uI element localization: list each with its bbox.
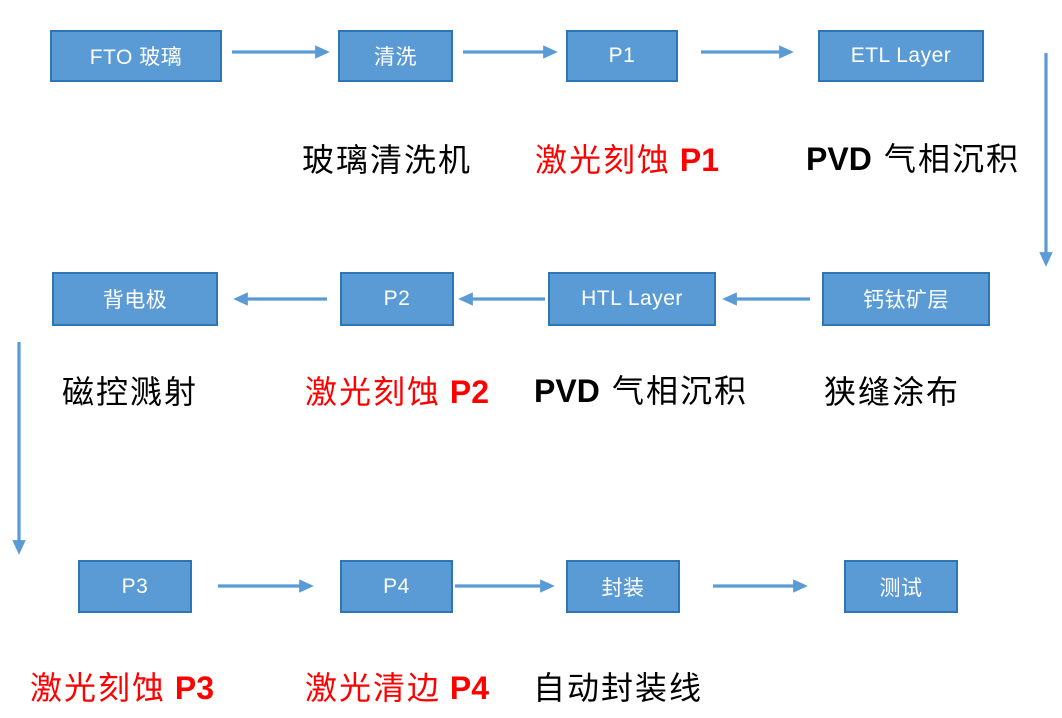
label-pvd-deposition-1-en: PVD (806, 141, 872, 177)
box-p1-label: P1 (608, 44, 636, 67)
box-testing-label: 测试 (879, 576, 923, 600)
box-p4-label: P4 (383, 574, 410, 598)
box-fto-glass: FTO 玻璃 (50, 30, 222, 82)
label-magnetron-sputtering: 磁控溅射 (62, 374, 198, 410)
box-encapsulation-label: 封装 (601, 576, 645, 600)
label-laser-etch-p3-cn: 激光刻蚀 (30, 669, 167, 707)
label-glass-washer-text: 玻璃清洗机 (302, 141, 473, 179)
box-p4: P4 (340, 560, 453, 613)
box-p3-label: P3 (121, 574, 149, 598)
label-laser-etch-p2: 激光刻蚀 P2 (305, 374, 489, 410)
box-back-electrode-label: 背电极 (102, 289, 168, 312)
label-laser-etch-p3-en: P3 (166, 670, 215, 706)
box-encapsulation: 封装 (566, 560, 680, 613)
label-laser-etch-p1-cn: 激光刻蚀 (535, 141, 672, 179)
box-etl-layer-label: ETL Layer (850, 44, 952, 67)
label-laser-etch-p1: 激光刻蚀 P1 (535, 142, 719, 178)
box-perovskite-layer: 钙钛矿层 (822, 272, 990, 326)
label-pvd-deposition-2-en: PVD (534, 373, 600, 409)
label-pvd-deposition-1-cn: 气相沉积 (871, 140, 1020, 178)
label-laser-etch-p1-en: P1 (671, 142, 720, 178)
box-fto-glass-label: FTO 玻璃 (89, 46, 183, 69)
box-testing: 测试 (844, 560, 958, 613)
box-perovskite-layer-label: 钙钛矿层 (863, 289, 949, 312)
box-cleaning: 清洗 (338, 30, 453, 82)
box-etl-layer: ETL Layer (818, 30, 984, 82)
label-slot-die-coating: 狭缝涂布 (824, 374, 960, 410)
box-cleaning-label: 清洗 (374, 46, 417, 69)
label-laser-etch-p2-cn: 激光刻蚀 (305, 373, 442, 411)
label-laser-edge-clean-p4-en: P4 (441, 670, 490, 706)
label-pvd-deposition-1: PVD 气相沉积 (806, 141, 1020, 177)
box-back-electrode: 背电极 (52, 272, 218, 326)
label-laser-etch-p2-en: P2 (441, 374, 490, 410)
box-htl-layer: HTL Layer (548, 272, 716, 326)
box-htl-layer-label: HTL Layer (581, 287, 683, 310)
label-slot-die-coating-text: 狭缝涂布 (824, 373, 961, 411)
label-laser-edge-clean-p4: 激光清边 P4 (305, 670, 489, 706)
label-laser-edge-clean-p4-cn: 激光清边 (305, 669, 442, 707)
label-auto-encapsulation-line-text: 自动封装线 (533, 669, 704, 707)
label-pvd-deposition-2: PVD 气相沉积 (534, 373, 748, 409)
label-glass-washer: 玻璃清洗机 (302, 142, 472, 178)
label-magnetron-sputtering-text: 磁控溅射 (62, 373, 199, 411)
box-p1: P1 (566, 30, 678, 82)
box-p3: P3 (78, 560, 192, 613)
label-auto-encapsulation-line: 自动封装线 (533, 670, 703, 706)
label-laser-etch-p3: 激光刻蚀 P3 (30, 670, 214, 706)
box-p2-label: P2 (383, 287, 411, 310)
label-pvd-deposition-2-cn: 气相沉积 (599, 372, 748, 410)
box-p2: P2 (340, 272, 454, 326)
